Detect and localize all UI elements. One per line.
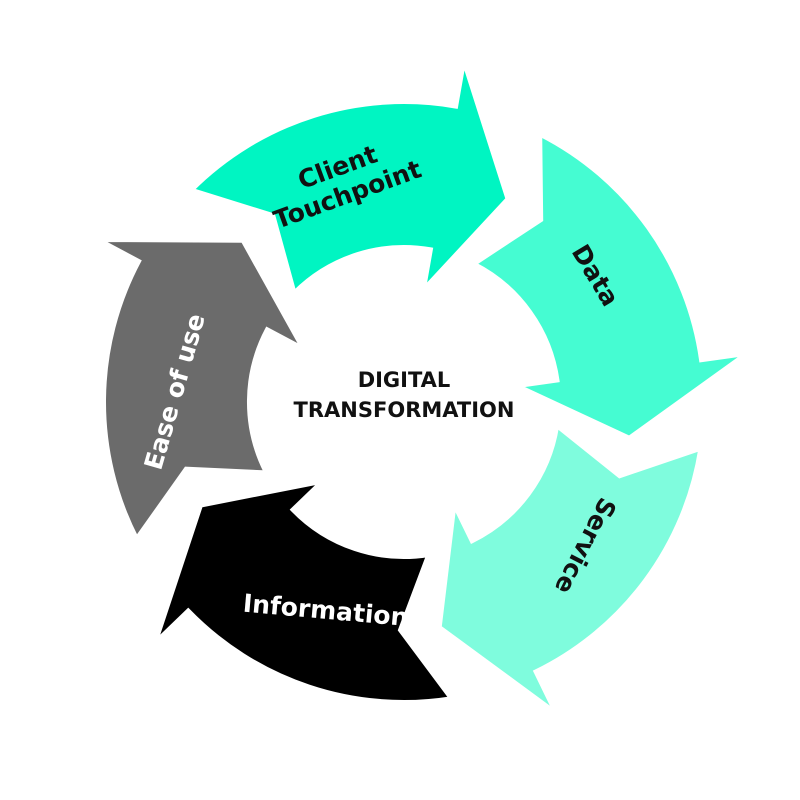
segment-arrow-information	[153, 478, 455, 704]
center-title-line-1: DIGITAL	[358, 368, 451, 392]
segment-arrow-data	[470, 131, 747, 441]
cycle-segments	[98, 61, 747, 714]
center-title-line-2: TRANSFORMATION	[294, 398, 515, 422]
segment-arrow-client-touchpoint	[188, 61, 510, 297]
segment-arrow-ease-of-use	[98, 238, 308, 543]
segment-arrow-service	[437, 422, 703, 714]
